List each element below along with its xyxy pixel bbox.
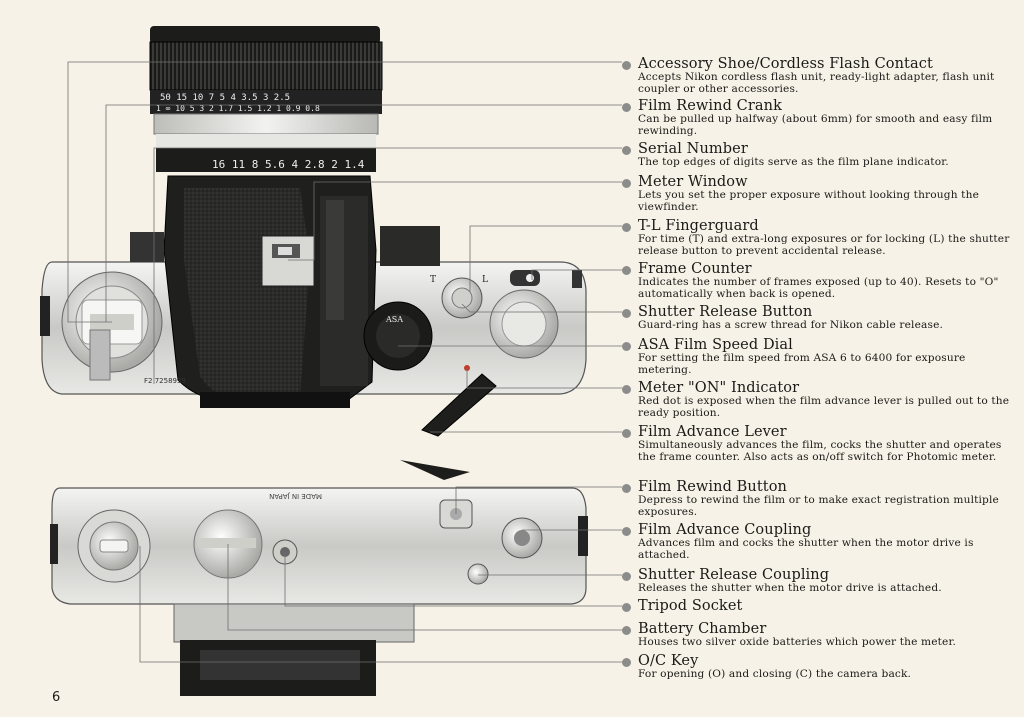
callout-title: Film Advance Lever — [638, 424, 787, 440]
callout-description: The top edges of digits serve as the fil… — [638, 156, 949, 168]
bullet-dot — [622, 626, 631, 635]
callout-description: Guard-ring has a screw thread for Nikon … — [638, 319, 944, 331]
bullet-dot — [622, 603, 631, 612]
callout-title: Film Rewind Crank — [638, 98, 782, 114]
callout-description: Can be pulled up halfway (about 6mm) for… — [638, 113, 993, 137]
callout-description: Lets you set the proper exposure without… — [638, 189, 979, 213]
callout-title: O/C Key — [638, 653, 699, 669]
bullet-dot — [622, 385, 631, 394]
callout-description: Simultaneously advances the film, cocks … — [638, 439, 1002, 463]
camera-top-view: 50 15 10 7 5 4 3.5 3 2.5 1 ∞ 10 5 3 2 1.… — [40, 26, 587, 437]
lens-distance-scale-ft: 50 15 10 7 5 4 3.5 3 2.5 — [160, 93, 290, 103]
bullet-dot — [622, 146, 631, 155]
callout-description: Indicates the number of frames exposed (… — [638, 276, 999, 300]
leader-lines — [67, 61, 622, 663]
bullet-dot — [622, 179, 631, 188]
bullet-dot — [622, 103, 631, 112]
callout-description: Depress to rewind the film or to make ex… — [638, 494, 999, 518]
callout-title: Film Rewind Button — [638, 479, 787, 495]
callout-title: Accessory Shoe/Cordless Flash Contact — [638, 56, 933, 72]
bullet-dot — [622, 309, 631, 318]
callout-description: Houses two silver oxide batteries which … — [638, 636, 957, 648]
aperture-scale: 16 11 8 5.6 4 2.8 2 1.4 — [212, 158, 365, 171]
callout-description: For time (T) and extra-long exposures or… — [638, 233, 1010, 257]
l-marking: L — [482, 275, 488, 285]
callout-title: Battery Chamber — [638, 621, 767, 637]
callout-title: Tripod Socket — [638, 598, 743, 614]
bullet-dot — [622, 61, 631, 70]
callout-title: Frame Counter — [638, 261, 752, 277]
bullet-dot — [622, 266, 631, 275]
callout-description: For opening (O) and closing (C) the came… — [638, 668, 912, 680]
made-in-japan-engraving: MADE IN JAPAN — [269, 492, 322, 500]
asa-dial-label: ASA — [385, 315, 403, 324]
serial-number-engraving: F2 7258939 — [144, 377, 186, 385]
callout-description: Accepts Nikon cordless flash unit, ready… — [638, 71, 995, 95]
lens-distance-scale-m: 1 ∞ 10 5 3 2 1.7 1.5 1.2 1 0.9 0.8 — [156, 104, 320, 113]
bullet-dot — [622, 429, 631, 438]
callout-title: Shutter Release Button — [638, 304, 813, 320]
callout-title: T-L Fingerguard — [638, 218, 759, 234]
callout-title: ASA Film Speed Dial — [638, 337, 793, 353]
callout-title: Shutter Release Coupling — [638, 567, 830, 583]
callout-description: Red dot is exposed when the film advance… — [638, 395, 1010, 419]
callout-description: Releases the shutter when the motor driv… — [638, 582, 942, 594]
bullet-dot — [622, 223, 631, 232]
bullet-dot — [622, 527, 631, 536]
callout-description: Advances film and cocks the shutter when… — [638, 537, 974, 561]
callout-title: Film Advance Coupling — [638, 522, 812, 538]
t-marking: T — [430, 275, 436, 285]
bullet-dot — [622, 658, 631, 667]
bullet-dot — [622, 342, 631, 351]
callout-title: Serial Number — [638, 141, 748, 157]
camera-bottom-view: MADE IN JAPAN — [50, 460, 588, 696]
callout-title: Meter Window — [638, 174, 748, 190]
bullet-dot — [622, 484, 631, 493]
bullet-dot — [622, 572, 631, 581]
callout-description: For setting the film speed from ASA 6 to… — [638, 352, 966, 376]
page-number: 6 — [52, 690, 61, 705]
callout-title: Meter "ON" Indicator — [638, 380, 800, 396]
